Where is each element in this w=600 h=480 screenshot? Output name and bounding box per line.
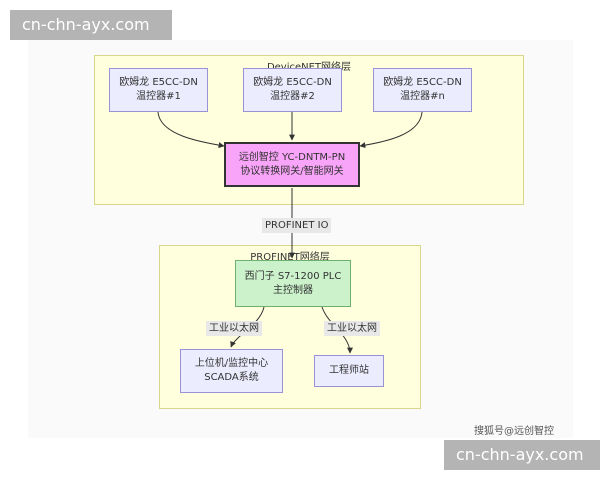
scada-node: 上位机/监控中心 SCADA系统 [180,349,283,393]
protocol-gateway: 远创智控 YC-DNTM-PN 协议转换网关/智能网关 [224,142,360,187]
engineer-station-node: 工程师站 [314,355,384,387]
ethernet-label-right: 工业以太网 [324,321,380,336]
controller-2-model: 欧姆龙 E5CC-DN [253,77,332,88]
temperature-controller-1: 欧姆龙 E5CC-DN 温控器#1 [109,68,208,112]
temperature-controller-n: 欧姆龙 E5CC-DN 温控器#n [373,68,472,112]
controller-n-model: 欧姆龙 E5CC-DN [383,77,462,88]
gateway-model: 远创智控 YC-DNTM-PN [238,151,346,163]
temperature-controller-2: 欧姆龙 E5CC-DN 温控器#2 [243,68,342,112]
controller-2-label: 温控器#2 [270,91,315,102]
controller-1-label: 温控器#1 [136,91,181,102]
gateway-label: 协议转换网关/智能网关 [240,165,344,177]
ethernet-label-left: 工业以太网 [206,321,262,336]
plc-model: 西门子 S7-1200 PLC [244,270,342,282]
scada-line1: 上位机/监控中心 [194,358,269,369]
watermark-top: cn-chn-ayx.com [10,10,172,40]
devicenet-layer-title: DeviceNET网络层 [95,58,523,73]
controller-n-label: 温控器#n [400,91,445,102]
profinet-io-label: PROFINET IO [262,218,332,233]
siemens-plc-node: 西门子 S7-1200 PLC 主控制器 [235,260,351,307]
scada-line2: SCADA系统 [204,372,259,383]
source-credit: 搜狐号@远创智控 [474,426,554,437]
controller-1-model: 欧姆龙 E5CC-DN [119,77,198,88]
watermark-bottom: cn-chn-ayx.com [444,440,600,470]
engineer-label: 工程师站 [329,365,369,376]
plc-label: 主控制器 [273,284,313,296]
